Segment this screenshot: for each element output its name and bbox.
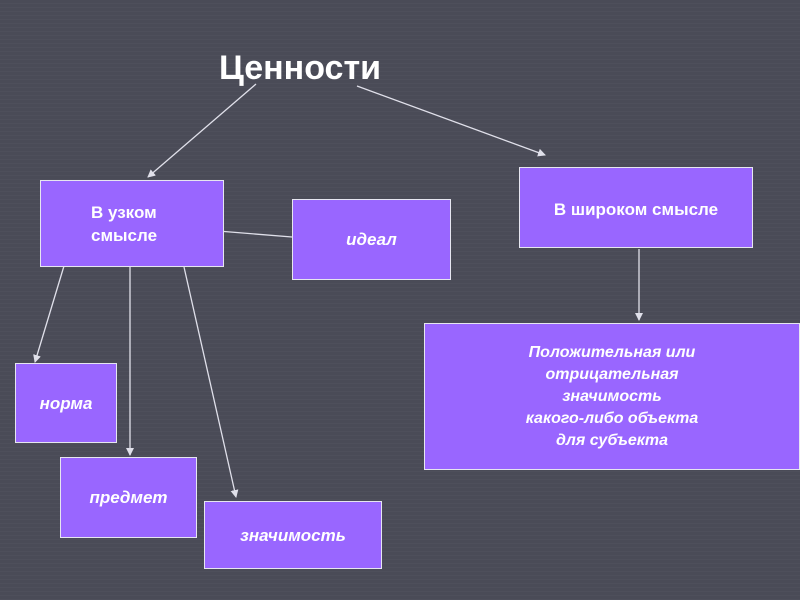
node-norm: норма <box>15 363 117 443</box>
node-definition: Положительная или отрицательная значимос… <box>424 323 800 470</box>
line-narrow-to-ideal <box>217 230 293 238</box>
node-subject: предмет <box>60 457 197 538</box>
arrow-narrow-to-significance <box>183 266 239 498</box>
arrow-title-to-broad <box>356 85 546 157</box>
node-narrow-sense: В узком смысле <box>40 180 224 267</box>
diagram-title: Ценности <box>218 49 381 87</box>
node-broad-sense: В широком смысле <box>519 167 753 248</box>
arrow-narrow-to-norm <box>33 255 68 363</box>
node-ideal: идеал <box>292 199 451 280</box>
node-significance: значимость <box>204 501 382 569</box>
arrow-title-to-narrow <box>147 83 257 178</box>
